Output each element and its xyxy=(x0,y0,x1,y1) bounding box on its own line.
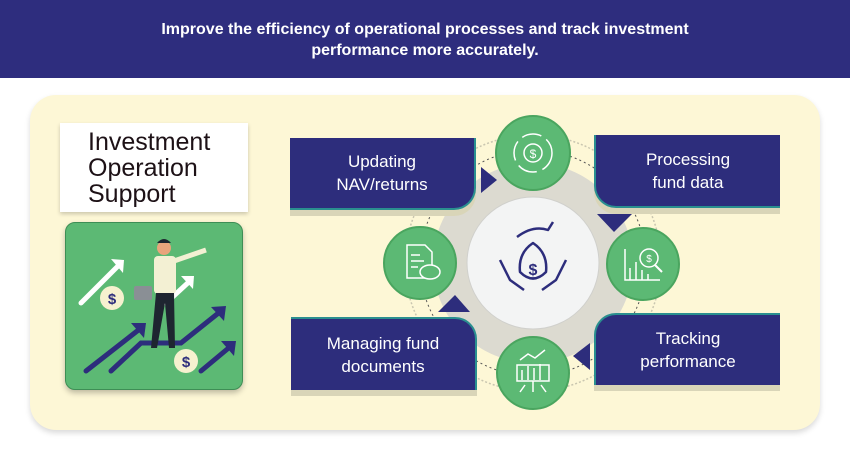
investor-illustration: $ $ xyxy=(65,222,243,390)
hands-money-bag-icon: $ xyxy=(498,221,568,292)
title-line-3: Support xyxy=(88,180,176,208)
step-label: fund data xyxy=(652,172,724,192)
step-managing-documents: Managing fund documents xyxy=(291,317,477,390)
title-line-1: Investment xyxy=(88,128,211,156)
svg-text:$: $ xyxy=(529,262,538,279)
arrow-down-icon xyxy=(597,214,632,232)
step-label: Managing fund xyxy=(326,333,440,353)
chart-magnifier-icon: $ xyxy=(606,227,680,301)
arrows-icon xyxy=(78,259,236,374)
header-line-1: Improve the efficiency of operational pr… xyxy=(161,21,689,38)
step-processing-fund-data: Processing fund data xyxy=(594,135,780,208)
title-line-2: Operation xyxy=(88,154,198,182)
step-label: Updating xyxy=(347,152,417,171)
center-circle xyxy=(466,196,600,330)
header-banner: Improve the efficiency of operational pr… xyxy=(0,0,850,78)
svg-text:$: $ xyxy=(530,147,537,161)
svg-text:$: $ xyxy=(108,291,117,308)
svg-text:$: $ xyxy=(646,254,652,265)
step-label: Tracking xyxy=(655,329,721,348)
arrow-up-icon xyxy=(438,295,470,312)
step-label: NAV/returns xyxy=(336,175,428,194)
document-piggy-bank-icon xyxy=(383,226,457,300)
arrow-right-icon xyxy=(481,167,497,193)
presentation-chart-icon xyxy=(496,336,570,410)
arrow-left-icon xyxy=(573,343,590,370)
header-line-2: performance more accurately. xyxy=(311,42,539,59)
step-label: performance xyxy=(640,352,736,371)
step-label: Processing xyxy=(645,149,731,169)
businessman-icon xyxy=(134,239,207,348)
dollar-coin-icon: $ xyxy=(174,349,198,373)
svg-text:$: $ xyxy=(182,354,191,371)
step-tracking-performance: Tracking performance xyxy=(594,313,780,385)
title-card: Investment Operation Support xyxy=(60,123,248,212)
dollar-coin-icon: $ xyxy=(100,286,124,310)
dollar-cycle-icon: $ xyxy=(495,115,571,191)
step-label: documents xyxy=(341,356,425,376)
